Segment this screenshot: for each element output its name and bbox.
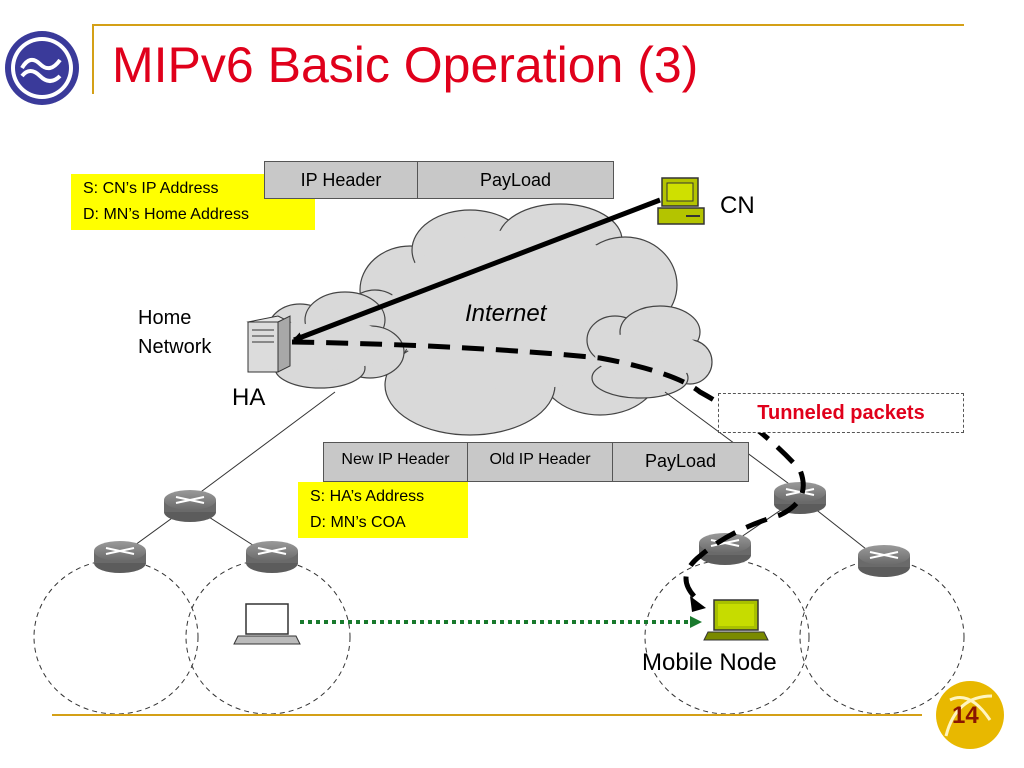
- access-networks: [33, 559, 965, 715]
- ha-label: HA: [232, 384, 266, 411]
- tunneled-packet-addresses: S: HA’s Address D: MN’s COA: [298, 482, 468, 538]
- title-rule: [92, 24, 964, 26]
- cn-label: CN: [720, 192, 755, 219]
- page-number: 14: [952, 702, 979, 729]
- title-vertical-rule: [92, 24, 94, 94]
- laptop-icon: [703, 599, 769, 641]
- router-icon: [699, 533, 751, 565]
- computer-icon: [657, 177, 705, 225]
- original-packet-src: S: CN’s IP Address: [83, 180, 219, 197]
- home-network-label-line2: Network: [138, 336, 212, 358]
- laptop-icon: [233, 603, 301, 645]
- footer-rule: [52, 714, 922, 716]
- logo-icon: [5, 31, 79, 105]
- cn-to-ha-arrow: [292, 197, 661, 343]
- original-packet-dst: D: MN’s Home Address: [83, 206, 249, 223]
- original-packet-ip-header: IP Header: [264, 161, 418, 199]
- original-packet-payload: PayLoad: [417, 161, 614, 199]
- page-number-icon: [936, 681, 1004, 749]
- router-icon: [94, 541, 146, 573]
- tunneled-packets-label: Tunneled packets: [718, 393, 964, 433]
- router-icon: [774, 482, 826, 514]
- router-icon: [164, 490, 216, 522]
- tunneled-packet-payload: PayLoad: [612, 442, 749, 482]
- mobile-node-label: Mobile Node: [642, 649, 777, 676]
- router-icon: [858, 545, 910, 577]
- home-network-label-line1: Home: [138, 307, 192, 329]
- internet-label: Internet: [465, 300, 547, 327]
- tunnel-path: [291, 339, 806, 604]
- tunneled-packet-src: S: HA’s Address: [310, 488, 425, 505]
- server-icon: [246, 315, 292, 373]
- page-title: MIPv6 Basic Operation (3): [112, 37, 699, 93]
- tunnel-arrowhead: [690, 596, 706, 612]
- tunneled-packet-old-ip-header: Old IP Header: [467, 442, 613, 482]
- tunneled-packet-new-ip-header: New IP Header: [323, 442, 468, 482]
- router-icon: [246, 541, 298, 573]
- visited-cloud: [586, 305, 713, 399]
- tunneled-packet-dst: D: MN’s COA: [310, 514, 406, 531]
